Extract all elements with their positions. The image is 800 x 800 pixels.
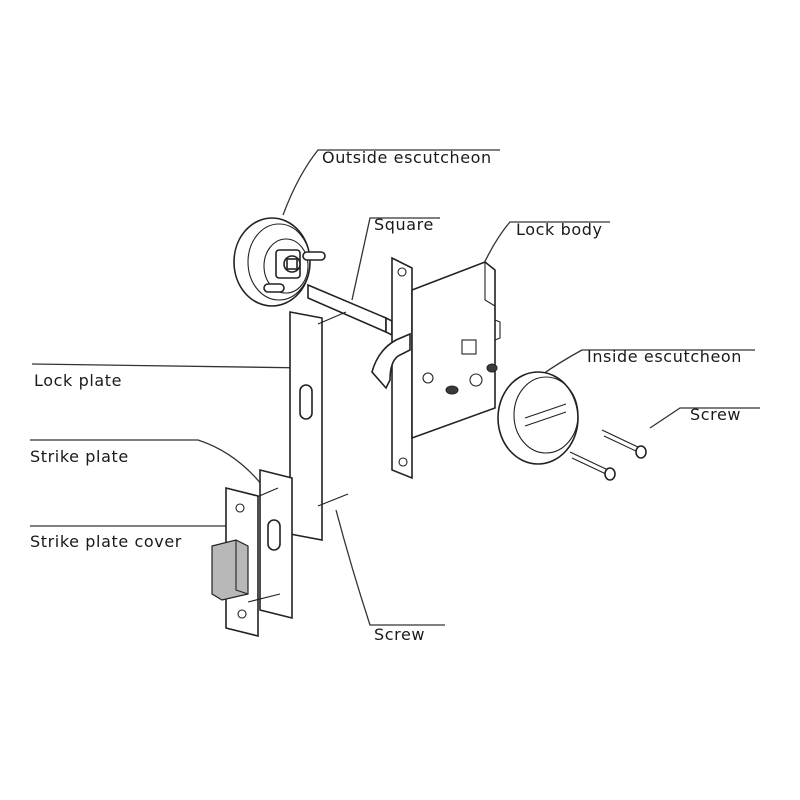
label-lock-plate: Lock plate xyxy=(34,371,123,390)
inside-escutcheon-part xyxy=(497,371,579,465)
leader-lock-plate xyxy=(31,363,311,369)
outside-escutcheon-part xyxy=(233,217,326,307)
leader-outside-escutcheon xyxy=(282,149,500,216)
leader-square xyxy=(351,217,440,301)
screws-right-part xyxy=(569,429,647,481)
leader-lines xyxy=(30,149,760,626)
leader-strike-plate xyxy=(30,439,263,486)
label-lock-body: Lock body xyxy=(516,220,603,239)
label-outside-escutcheon: Outside escutcheon xyxy=(322,148,492,167)
lock-plate-part xyxy=(289,311,349,541)
lock-body-part xyxy=(371,256,501,480)
strike-plate-part xyxy=(249,468,293,620)
label-strike-plate-cover: Strike plate cover xyxy=(30,532,182,551)
leader-screw-right xyxy=(649,407,760,429)
label-square: Square xyxy=(374,215,434,234)
label-strike-plate: Strike plate xyxy=(30,447,129,466)
leader-screw-bottom xyxy=(335,509,445,626)
label-inside-escutcheon: Inside escutcheon xyxy=(587,347,743,366)
strike-plate-cover-part xyxy=(211,486,281,638)
label-screw-right: Screw xyxy=(690,405,742,424)
label-screw-bottom: Screw xyxy=(374,625,426,644)
